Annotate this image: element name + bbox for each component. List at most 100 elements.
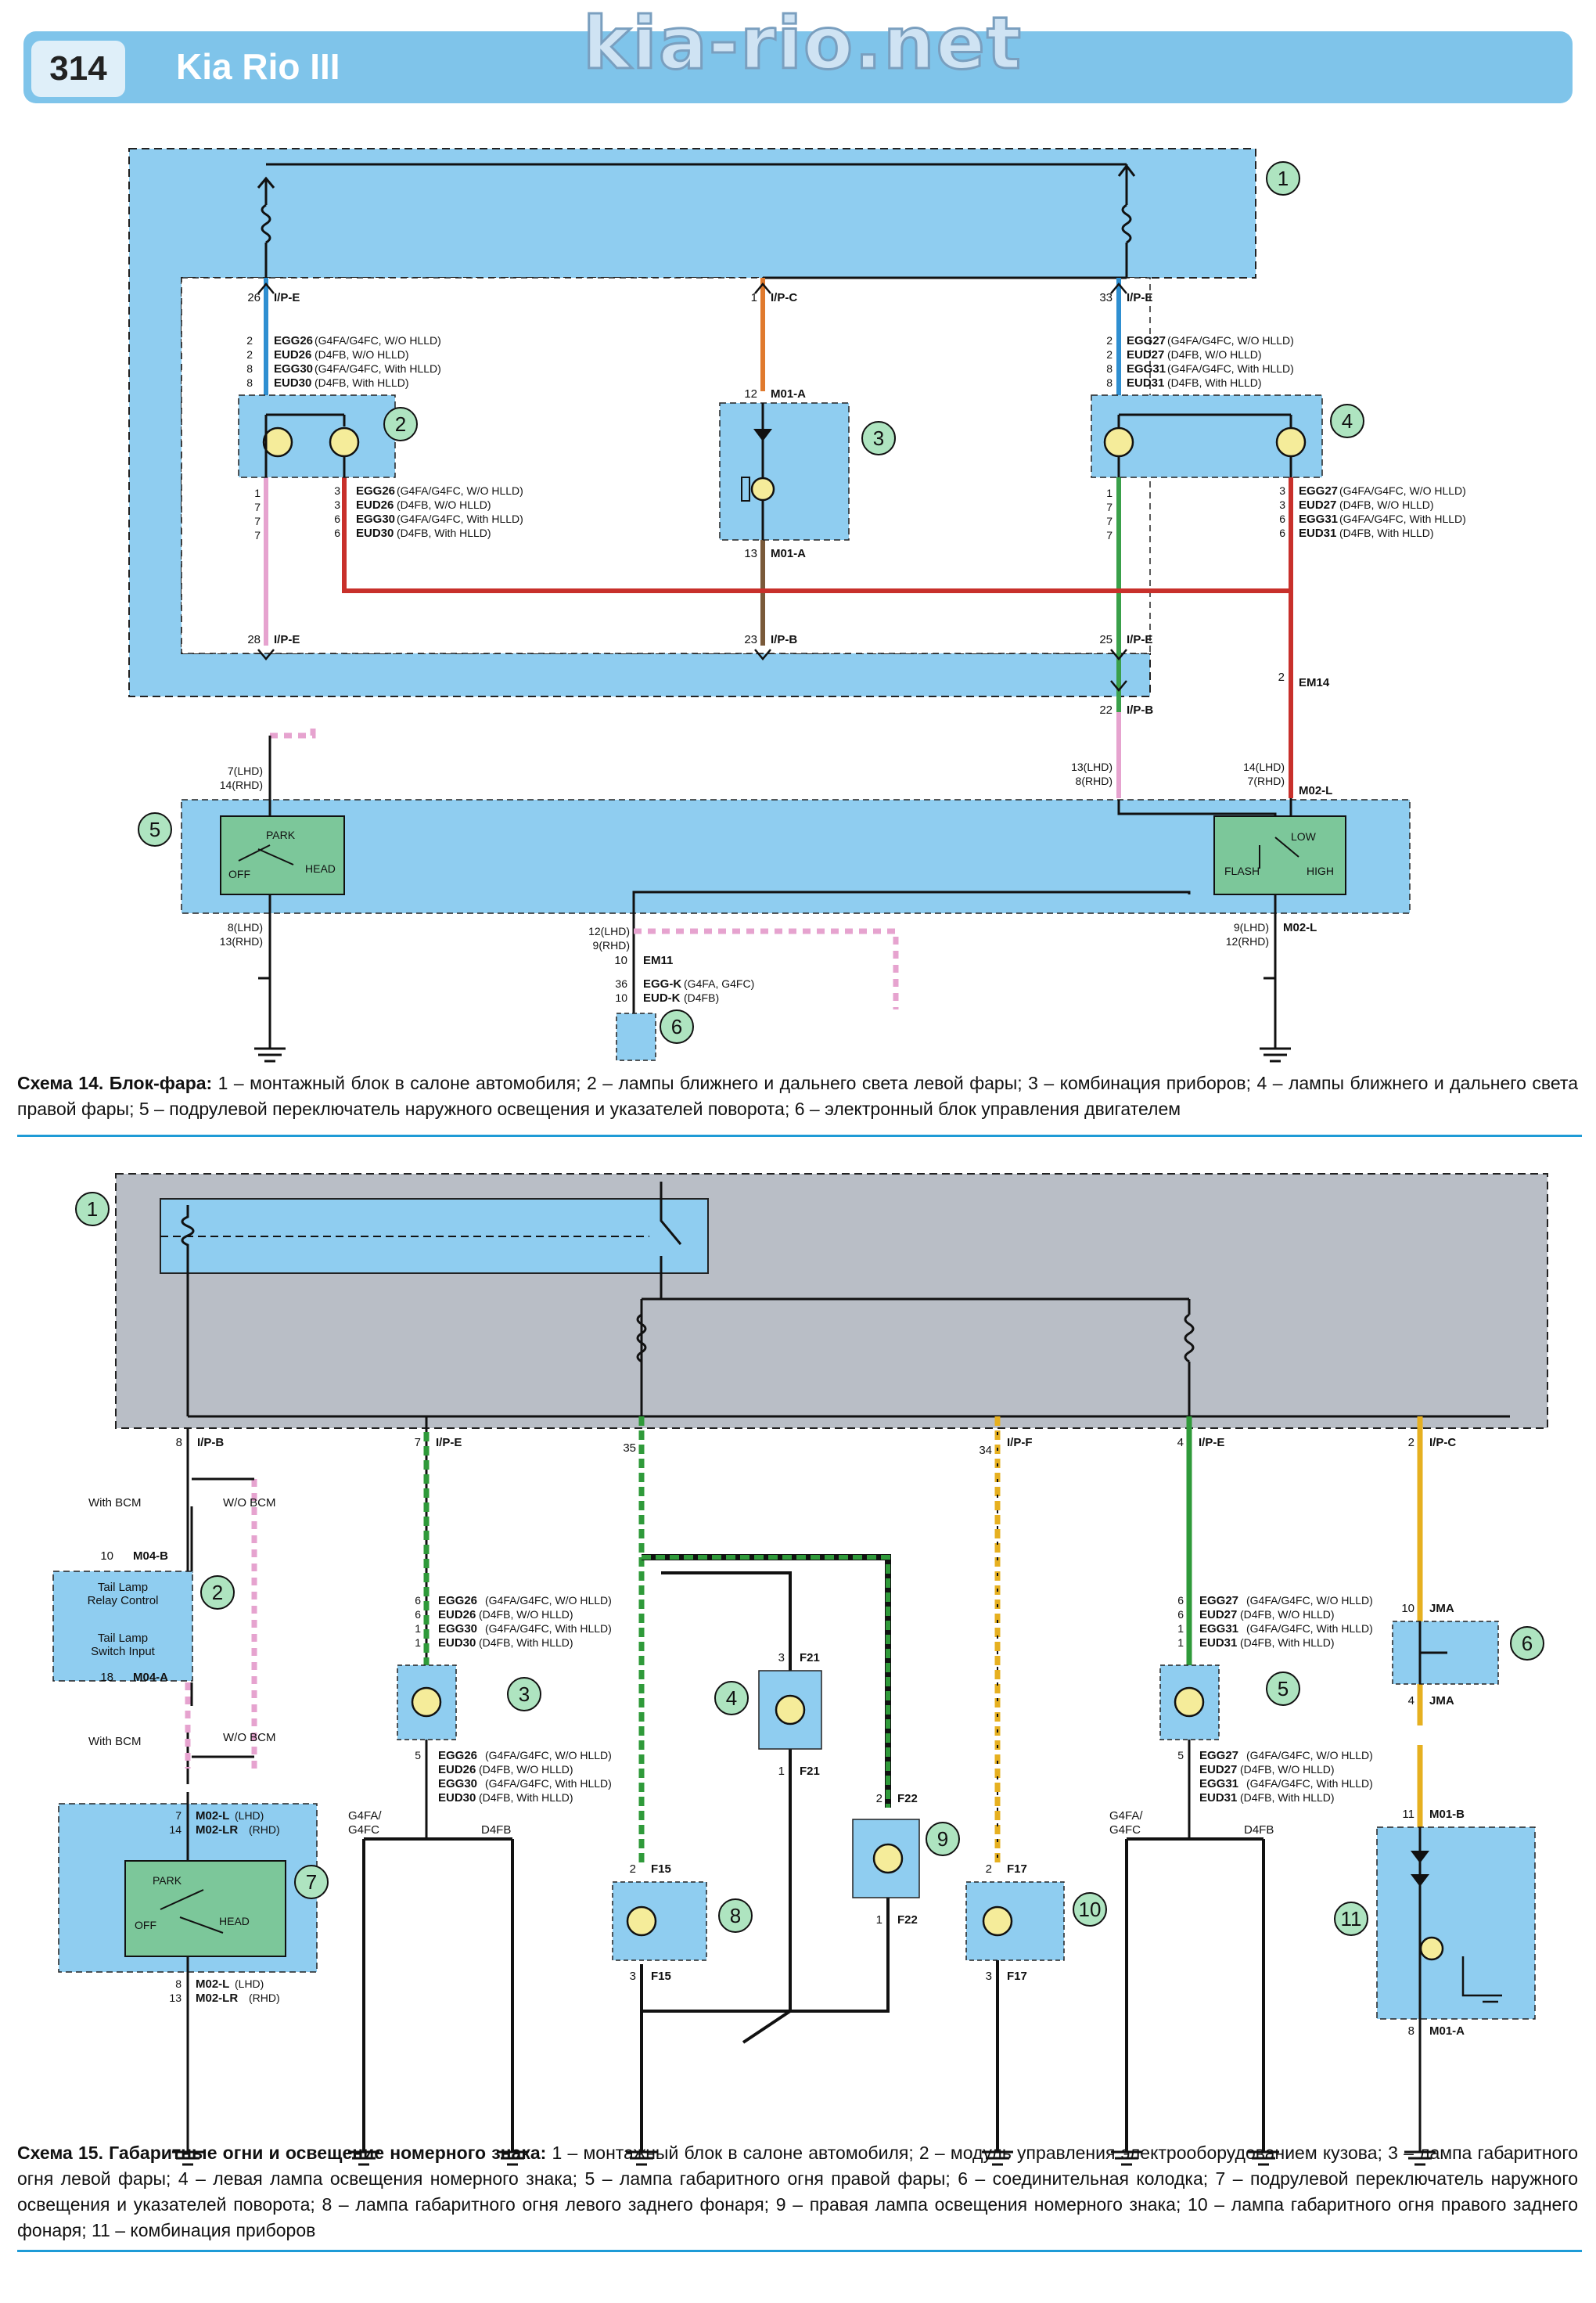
callout-6: 6: [671, 1015, 682, 1038]
svg-text:18: 18: [100, 1671, 113, 1684]
lamp-icon: [872, 1843, 904, 1874]
svg-text:(D4FB, W/O HLLD): (D4FB, W/O HLLD): [315, 348, 409, 361]
svg-text:I/P-E: I/P-E: [274, 633, 300, 646]
svg-text:EUD26: EUD26: [356, 498, 394, 512]
svg-text:M01-B: M01-B: [1429, 1808, 1465, 1821]
svg-text:F15: F15: [651, 1862, 671, 1876]
svg-text:EUD30: EUD30: [438, 1636, 476, 1650]
svg-text:EGG-K: EGG-K: [643, 977, 681, 991]
svg-text:4: 4: [1177, 1436, 1184, 1449]
svg-text:M01-A: M01-A: [1429, 2024, 1465, 2038]
svg-text:7: 7: [415, 1436, 421, 1449]
svg-text:HEAD: HEAD: [305, 862, 336, 875]
svg-text:F17: F17: [1007, 1862, 1027, 1876]
svg-text:5: 5: [415, 1749, 421, 1761]
svg-text:LOW: LOW: [1291, 830, 1317, 843]
headlight-switch-left: [220, 815, 345, 895]
svg-text:2: 2: [1408, 1436, 1414, 1449]
svg-text:(G4FA/G4FC, With HLLD): (G4FA/G4FC, With HLLD): [1246, 1777, 1373, 1790]
svg-text:1: 1: [87, 1197, 98, 1221]
svg-text:(LHD): (LHD): [235, 1809, 264, 1822]
svg-text:(D4FB, W/O HLLD): (D4FB, W/O HLLD): [1167, 348, 1262, 361]
svg-text:G4FA/: G4FA/: [348, 1809, 382, 1823]
svg-text:2: 2: [1106, 334, 1113, 347]
svg-text:8: 8: [1106, 362, 1113, 375]
svg-text:M02-L: M02-L: [1299, 784, 1332, 797]
svg-text:EUD31: EUD31: [1127, 376, 1164, 390]
ecu-box-6: [616, 1013, 656, 1061]
svg-text:2: 2: [1278, 671, 1285, 684]
svg-text:Switch Input: Switch Input: [91, 1645, 156, 1658]
svg-text:EUD27: EUD27: [1199, 1608, 1237, 1621]
ground-icon: [172, 2150, 1436, 2166]
divider-rule: [17, 1135, 1582, 1137]
lamp-icon: [262, 426, 293, 458]
fuse-icon: [1184, 1313, 1195, 1363]
svg-text:G4FA/: G4FA/: [1109, 1809, 1143, 1823]
lamp-icon: [775, 1694, 806, 1725]
svg-text:12(LHD): 12(LHD): [588, 925, 630, 937]
svg-text:1: 1: [415, 1622, 421, 1635]
svg-text:8: 8: [246, 376, 253, 389]
svg-text:14(LHD): 14(LHD): [1243, 761, 1285, 773]
svg-text:36: 36: [615, 977, 627, 990]
svg-text:(G4FA/G4FC, W/O HLLD): (G4FA/G4FC, W/O HLLD): [315, 334, 441, 347]
svg-text:9: 9: [937, 1827, 948, 1851]
headlight-switch-right: [1213, 815, 1346, 895]
svg-text:(RHD): (RHD): [249, 1992, 280, 2004]
callout-3: 3: [873, 426, 884, 450]
svg-text:M01-A: M01-A: [771, 547, 806, 560]
svg-text:(D4FB, With HLLD): (D4FB, With HLLD): [397, 527, 491, 539]
svg-text:6: 6: [1522, 1632, 1533, 1655]
svg-text:8: 8: [1408, 2024, 1414, 2038]
lamp-icon: [982, 1905, 1013, 1937]
caption-15: Схема 15. Габаритные огни и освещение но…: [17, 2143, 1578, 2240]
svg-text:(G4FA/G4FC, With HLLD): (G4FA/G4FC, With HLLD): [485, 1777, 612, 1790]
svg-text:I/P-F: I/P-F: [1007, 1436, 1033, 1449]
svg-text:7: 7: [254, 515, 261, 527]
svg-text:EUD31: EUD31: [1199, 1791, 1237, 1805]
svg-text:G4FC: G4FC: [1109, 1823, 1141, 1837]
svg-text:EGG26: EGG26: [438, 1594, 477, 1607]
svg-text:1: 1: [876, 1913, 882, 1927]
svg-text:8: 8: [730, 1904, 741, 1927]
svg-text:EUD26: EUD26: [274, 348, 311, 362]
svg-text:EGG31: EGG31: [1199, 1622, 1238, 1635]
svg-text:M02-L: M02-L: [196, 1809, 229, 1823]
svg-text:(G4FA/G4FC, W/O HLLD): (G4FA/G4FC, W/O HLLD): [1246, 1594, 1373, 1607]
svg-text:8: 8: [175, 1977, 182, 1990]
svg-text:(G4FA/G4FC, W/O HLLD): (G4FA/G4FC, W/O HLLD): [1339, 484, 1466, 497]
svg-text:1: 1: [1177, 1636, 1184, 1649]
fuse-icon: [636, 1313, 647, 1363]
svg-text:Tail Lamp: Tail Lamp: [98, 1632, 148, 1645]
svg-text:2: 2: [246, 348, 253, 361]
fuse-icon: [1121, 203, 1132, 244]
diagram-14-headlight: 1 2 3 4 5 6 I/P-E I/P-C I/P-E M01-A M01-…: [128, 148, 1466, 1063]
svg-text:1: 1: [751, 291, 757, 304]
svg-text:(RHD): (RHD): [249, 1823, 280, 1836]
svg-text:EUD30: EUD30: [274, 376, 311, 390]
svg-text:9(RHD): 9(RHD): [593, 939, 630, 952]
svg-text:(D4FB, With HLLD): (D4FB, With HLLD): [1339, 527, 1434, 539]
svg-text:With BCM: With BCM: [88, 1735, 142, 1748]
svg-text:7(RHD): 7(RHD): [1248, 775, 1285, 787]
svg-text:I/P-E: I/P-E: [1199, 1436, 1224, 1449]
diode-icon: [1411, 1851, 1429, 1863]
svg-text:EGG26: EGG26: [274, 334, 313, 347]
svg-text:13: 13: [169, 1992, 182, 2004]
svg-text:EGG27: EGG27: [1199, 1749, 1238, 1762]
svg-text:26: 26: [247, 291, 261, 304]
headlight-switch: [124, 1860, 286, 1957]
svg-text:7(LHD): 7(LHD): [228, 765, 263, 777]
svg-text:7: 7: [254, 501, 261, 513]
svg-text:8: 8: [176, 1436, 182, 1449]
divider-rule-bottom: [17, 2250, 1582, 2252]
svg-text:(D4FB, W/O HLLD): (D4FB, W/O HLLD): [479, 1763, 573, 1776]
svg-text:7: 7: [254, 529, 261, 542]
svg-text:(D4FB, W/O HLLD): (D4FB, W/O HLLD): [1240, 1763, 1335, 1776]
book-title: Kia Rio III: [176, 46, 340, 87]
svg-text:8(LHD): 8(LHD): [228, 921, 263, 934]
svg-text:10: 10: [1401, 1602, 1414, 1615]
svg-text:(D4FB, W/O HLLD): (D4FB, W/O HLLD): [1240, 1608, 1335, 1621]
svg-text:3: 3: [334, 484, 340, 497]
